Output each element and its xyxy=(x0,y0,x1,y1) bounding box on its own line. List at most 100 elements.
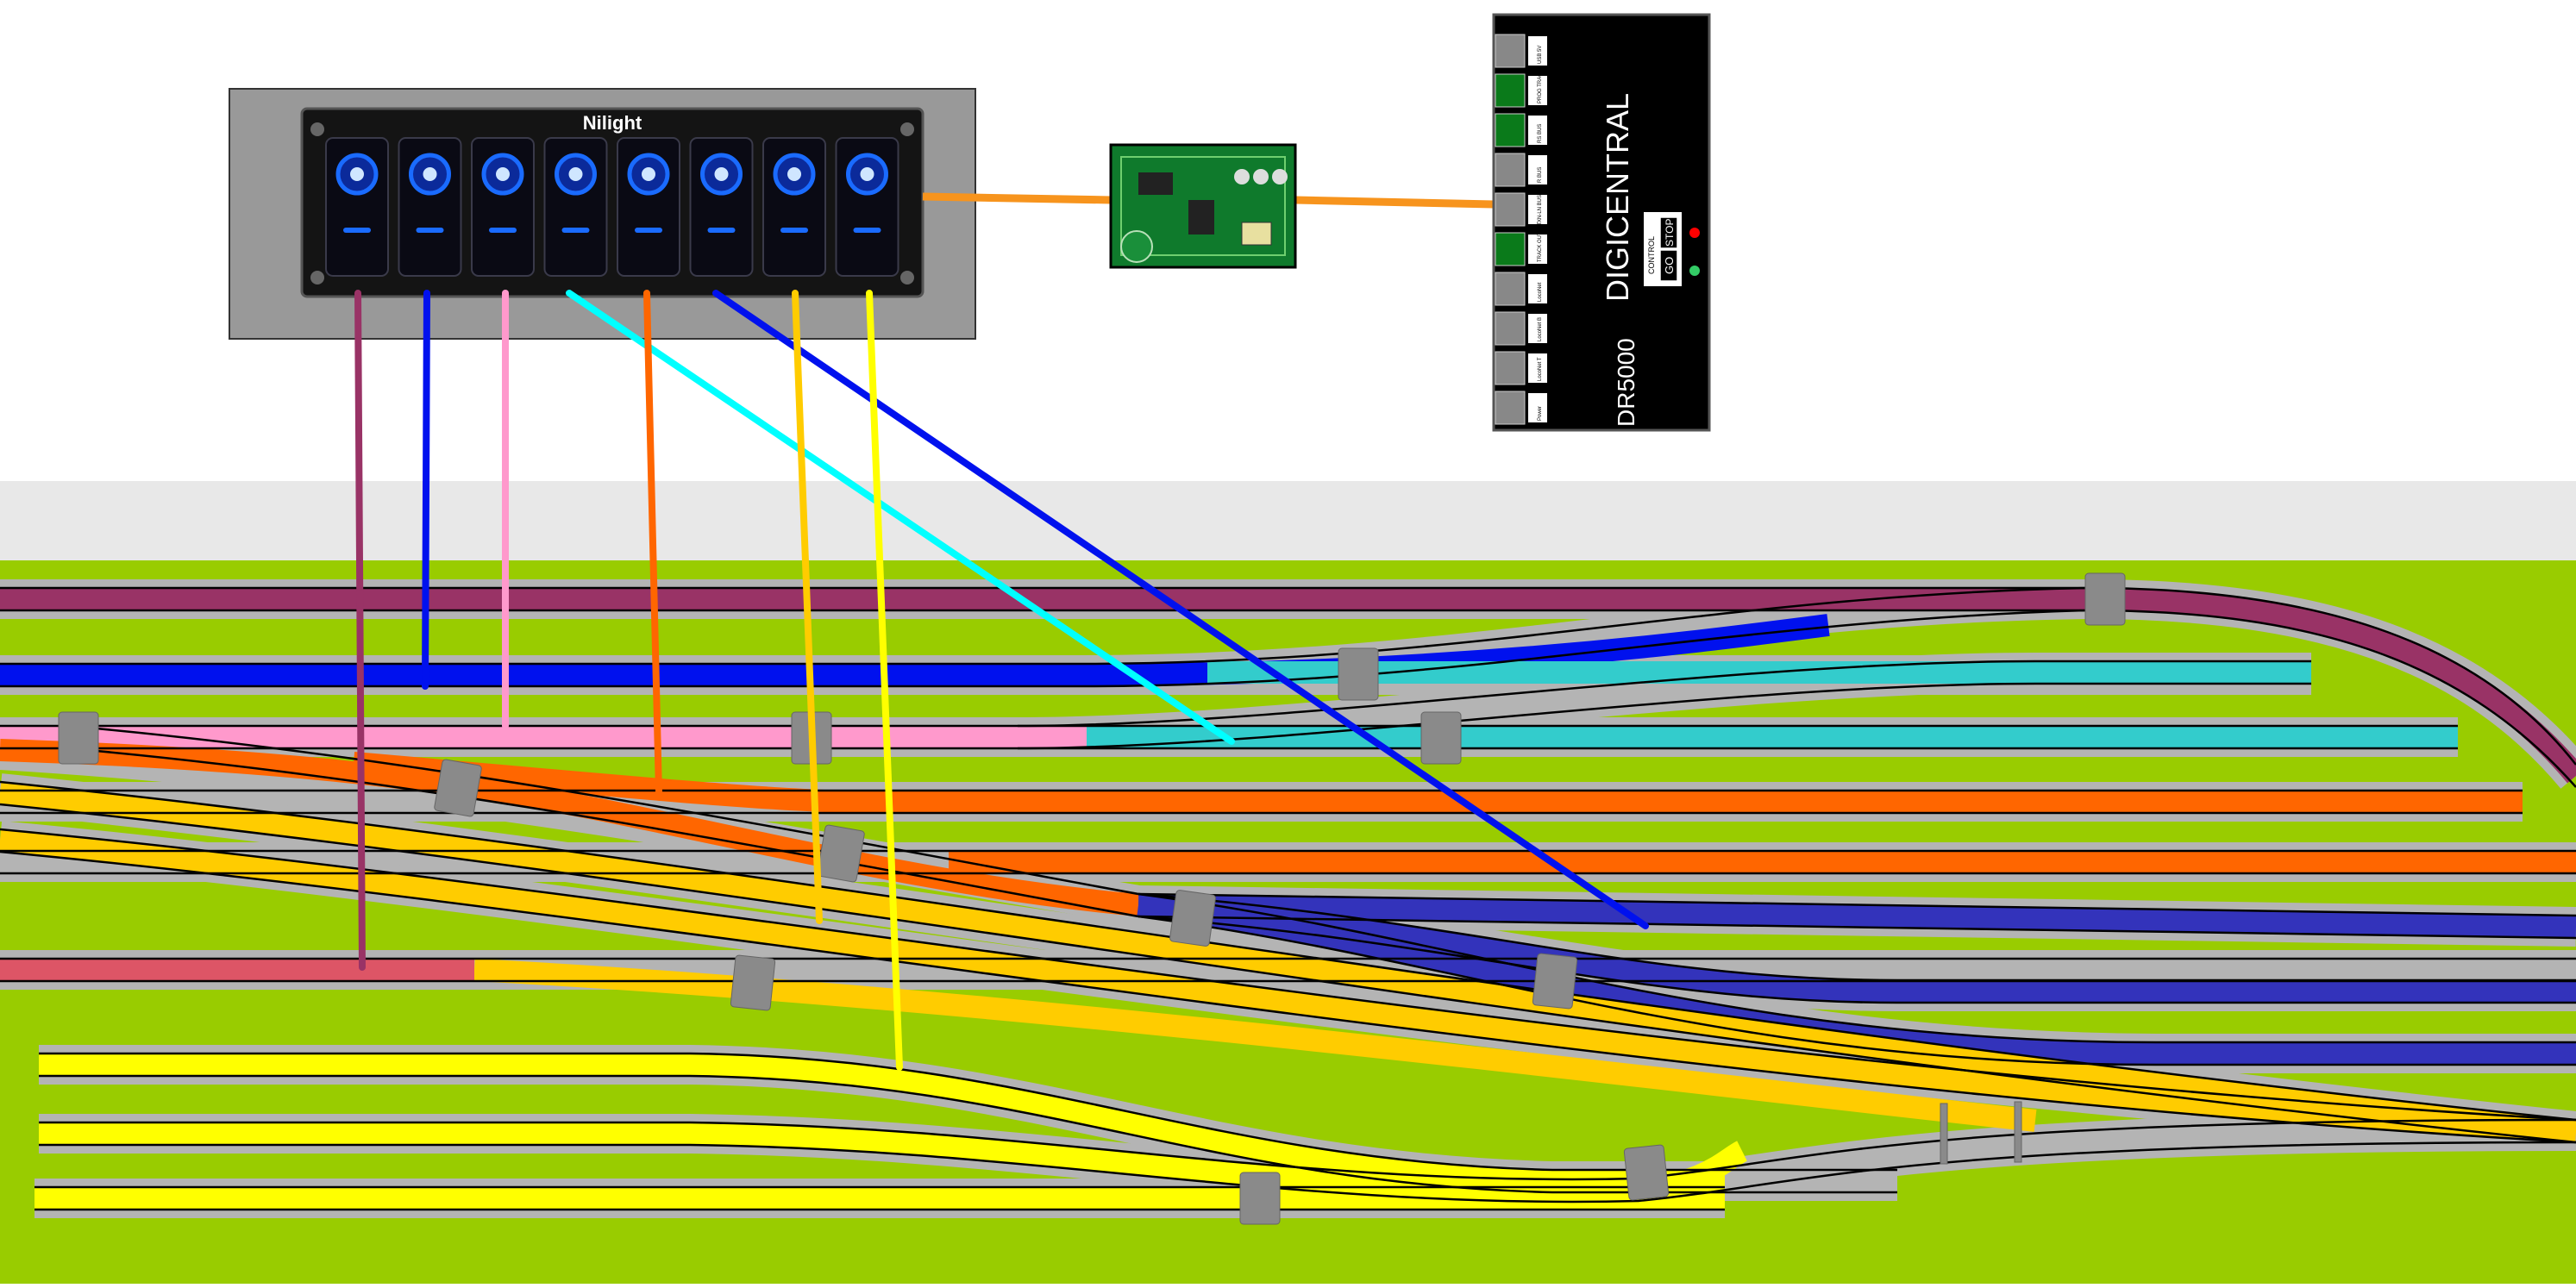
pcb-capacitor xyxy=(1253,169,1269,184)
port-label: Power xyxy=(1538,406,1543,421)
turnout-motors xyxy=(58,572,2126,1225)
port-label: RS BUS xyxy=(1538,124,1543,143)
port-label-box xyxy=(1528,353,1547,383)
rocker-switch[interactable] xyxy=(689,137,754,277)
port-label-box xyxy=(1528,116,1547,145)
panel-screw xyxy=(310,122,324,136)
wire-maroon xyxy=(354,290,366,971)
port-label-box xyxy=(1528,195,1547,224)
pcb-trace xyxy=(1120,156,1286,256)
port-socket[interactable] xyxy=(1495,311,1526,346)
turnout-motor[interactable] xyxy=(1338,647,1379,701)
switch-wires xyxy=(354,290,1649,1071)
rails xyxy=(0,586,2576,1211)
panel-brand: Nilight xyxy=(583,112,642,134)
turnout-motor[interactable] xyxy=(730,954,776,1011)
wire-yellow xyxy=(866,290,903,1071)
rocker-switch[interactable] xyxy=(398,137,462,277)
rocker-switch[interactable] xyxy=(762,137,826,277)
panel-screw xyxy=(900,271,914,284)
pcb-capacitor xyxy=(1234,169,1250,184)
turnout-motor[interactable] xyxy=(434,759,482,817)
led-core xyxy=(642,167,655,181)
led-bar xyxy=(561,228,590,233)
power-cables xyxy=(922,192,1495,209)
central-model: DR5000 xyxy=(1613,338,1639,427)
port-label-box xyxy=(1528,155,1547,184)
pcb-capacitor xyxy=(1272,169,1288,184)
port-label-box xyxy=(1528,274,1547,303)
led-bar xyxy=(635,228,662,233)
turnout-motor[interactable] xyxy=(1532,953,1578,1010)
port-label-box xyxy=(1528,36,1547,66)
turnout-motor[interactable] xyxy=(58,711,99,765)
led-core xyxy=(568,167,583,181)
port-label: LocoNet xyxy=(1538,282,1543,302)
rocker-switch[interactable] xyxy=(325,137,389,277)
rocker-switch[interactable] xyxy=(617,137,680,277)
port-label: TRACK OUTPUT xyxy=(1538,222,1543,262)
led-bar xyxy=(416,228,444,233)
stop-led xyxy=(1689,228,1700,238)
go-button[interactable] xyxy=(1659,249,1678,282)
turnout-motor[interactable] xyxy=(1623,1144,1670,1201)
wall-strip xyxy=(0,481,2576,560)
rocker-switch[interactable] xyxy=(835,137,899,277)
rocker-switch[interactable] xyxy=(471,137,535,277)
turnout-motor[interactable] xyxy=(1169,890,1216,947)
led-bar xyxy=(343,228,371,233)
port-socket[interactable] xyxy=(1495,351,1526,385)
led-bar xyxy=(489,228,517,233)
led-bar xyxy=(707,228,736,233)
port-socket[interactable] xyxy=(1495,34,1526,68)
turnout-motor[interactable] xyxy=(817,824,865,883)
panel-screw xyxy=(310,271,324,284)
port-socket[interactable] xyxy=(1495,391,1526,425)
turnout-motor[interactable] xyxy=(1239,1172,1281,1225)
port-label-box xyxy=(1528,314,1547,343)
port-socket[interactable] xyxy=(1495,192,1526,227)
port-label: USB 5V xyxy=(1538,46,1543,64)
turnout-motor[interactable] xyxy=(2084,572,2126,626)
port-label: XN-LN BUS xyxy=(1538,195,1543,222)
turnout-motor[interactable] xyxy=(1940,1103,1948,1165)
wire-blue xyxy=(422,290,430,690)
port-label: R BUS xyxy=(1538,167,1543,183)
control-label: CONTROL xyxy=(1647,236,1656,274)
pcb-transformer xyxy=(1241,222,1272,246)
port-label: LocoNet T xyxy=(1538,357,1543,381)
port-label-box xyxy=(1528,234,1547,264)
pcb-chip xyxy=(1188,200,1214,234)
port-socket[interactable] xyxy=(1495,272,1526,306)
panel-screw xyxy=(900,122,914,136)
turnout-motor[interactable] xyxy=(1420,711,1462,765)
pcb-chip xyxy=(1138,172,1173,195)
port-socket[interactable] xyxy=(1495,113,1526,147)
led-core xyxy=(714,167,729,181)
led-core xyxy=(350,167,364,181)
port-socket[interactable] xyxy=(1495,153,1526,187)
rocker-switches xyxy=(325,137,899,277)
wire-orange xyxy=(643,290,662,797)
led-core xyxy=(787,167,801,181)
rocker-switch[interactable] xyxy=(543,137,608,277)
port-socket[interactable] xyxy=(1495,232,1526,266)
stop-button[interactable] xyxy=(1659,216,1678,249)
led-bar xyxy=(853,228,881,233)
port-socket[interactable] xyxy=(1495,73,1526,108)
port-label: LocoNet B xyxy=(1538,317,1543,341)
pcb-coil xyxy=(1120,230,1153,263)
switch-panel: Nilight xyxy=(229,88,976,340)
relay-board xyxy=(1109,143,1297,269)
led-core xyxy=(496,167,510,181)
stop-label: STOP xyxy=(1664,219,1676,247)
led-core xyxy=(423,167,437,181)
wire-cyan xyxy=(566,290,1235,745)
wire-gold xyxy=(792,290,823,924)
central-title: DIGICENTRAL xyxy=(1600,93,1635,302)
turnout-motor[interactable] xyxy=(2014,1101,2022,1163)
panel-face xyxy=(300,107,924,298)
